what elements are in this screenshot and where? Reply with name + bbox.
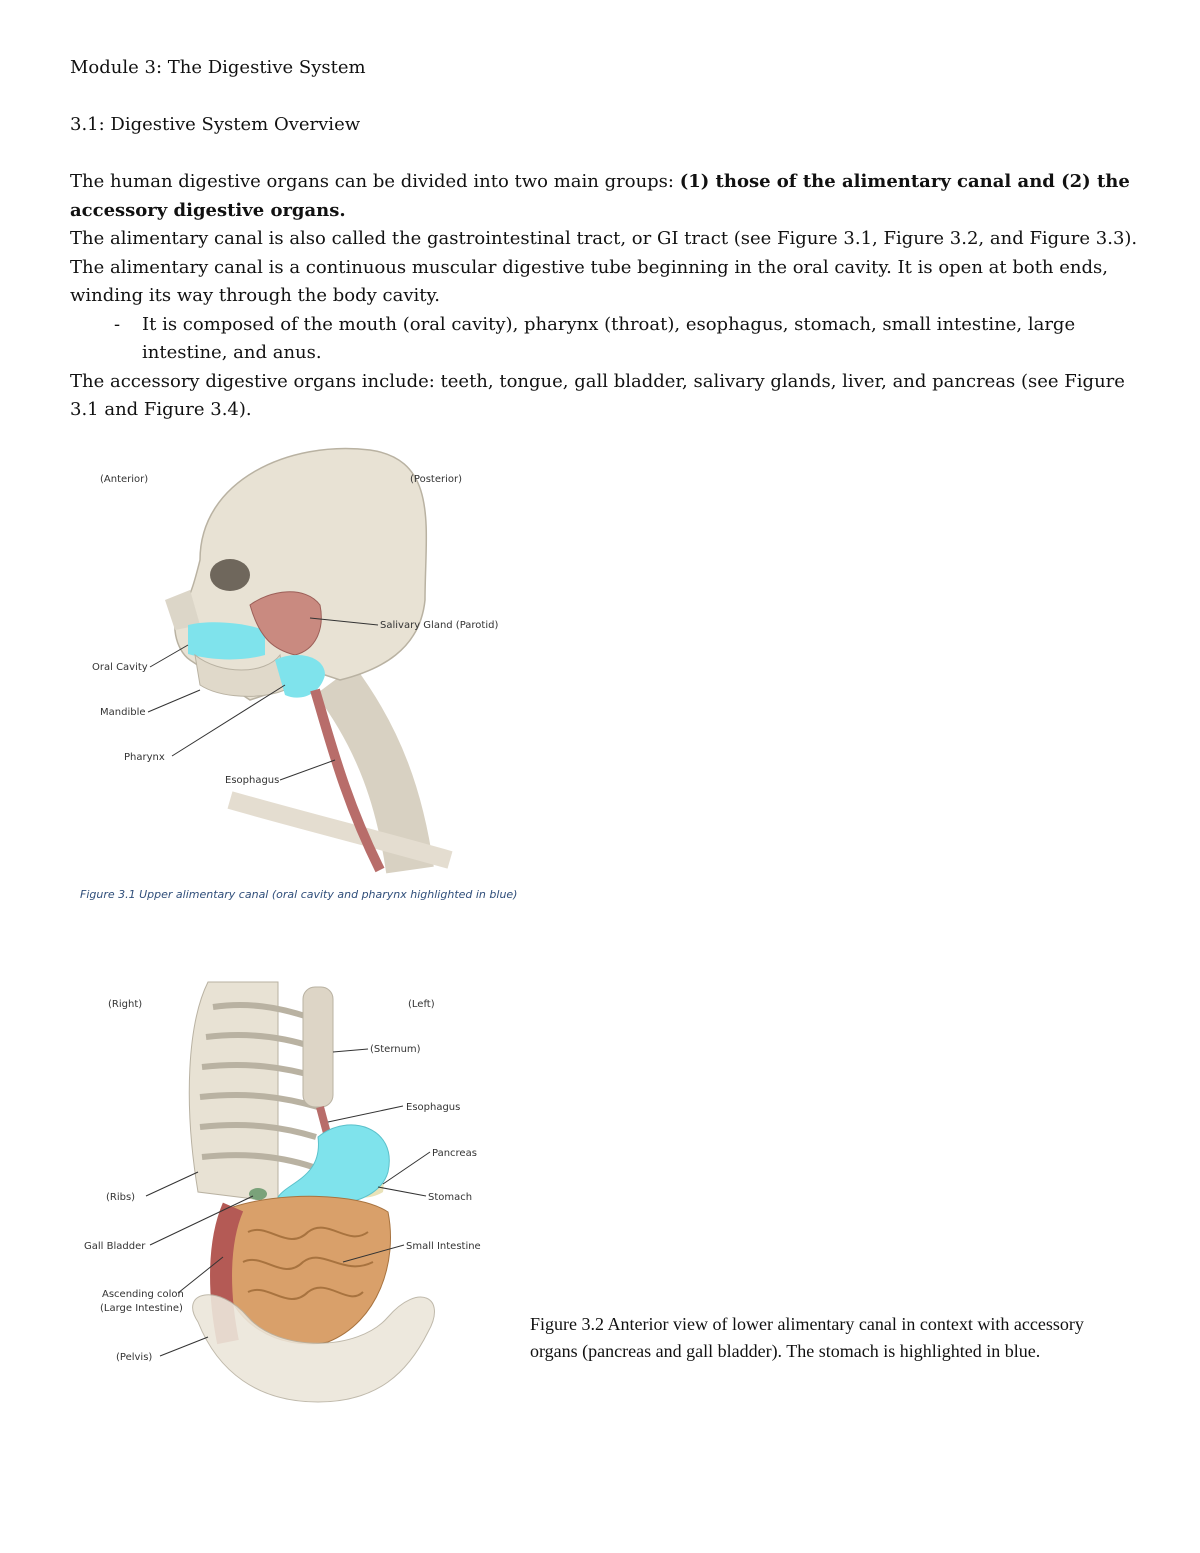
bullet-marker: -	[114, 313, 121, 335]
label-small-intestine: Small Intestine	[406, 1241, 481, 1252]
label-salivary: Salivary Gland (Parotid)	[380, 620, 498, 631]
bullet-item: -It is composed of the mouth (oral cavit…	[70, 311, 1140, 368]
paragraph-gi-tract: The alimentary canal is also called the …	[70, 228, 1138, 249]
leader-lines	[147, 617, 379, 781]
paragraph-groups: The human digestive organs can be divide…	[70, 168, 1140, 225]
eye-socket-shape	[210, 559, 250, 591]
salivary-gland-shape	[249, 591, 322, 656]
figure-3-2-caption: Figure 3.2 Anterior view of lower alimen…	[530, 1314, 1084, 1361]
leader-lines-2	[145, 1048, 431, 1357]
label-posterior: (Posterior)	[410, 474, 462, 485]
label-gall-bladder: Gall Bladder	[84, 1241, 146, 1252]
label-sternum: (Sternum)	[370, 1044, 421, 1055]
ribs-shape	[188, 981, 279, 1203]
label-right: (Right)	[108, 999, 142, 1010]
gall-bladder-shape	[249, 1188, 267, 1200]
label-pancreas: Pancreas	[432, 1148, 477, 1159]
figure-3-2-illustration: (Right) (Left) (Sternum) Esophagus Pancr…	[84, 981, 481, 1403]
paragraph-lead: The human digestive organs can be divide…	[70, 171, 680, 192]
section-title: 3.1: Digestive System Overview	[70, 114, 361, 135]
bullet-text: It is composed of the mouth (oral cavity…	[142, 313, 1076, 364]
intestine-loops	[242, 1226, 374, 1300]
paragraph-continuous-tube: The alimentary canal is a continuous mus…	[70, 256, 1108, 307]
body-text: The human digestive organs can be divide…	[70, 168, 1140, 425]
paragraph-accessory: The accessory digestive organs include: …	[70, 370, 1125, 421]
label-pharynx: Pharynx	[124, 752, 165, 763]
stomach-highlight	[277, 1124, 390, 1206]
esophagus-shape	[310, 688, 385, 873]
label-pelvis: (Pelvis)	[116, 1352, 152, 1363]
label-stomach: Stomach	[428, 1192, 472, 1203]
sternum-shape	[302, 986, 334, 1108]
label-large-intestine: (Large Intestine)	[100, 1303, 183, 1314]
pharynx-highlight	[275, 655, 325, 698]
label-ascending-colon: Ascending colon	[102, 1289, 184, 1300]
label-left: (Left)	[408, 999, 435, 1010]
figure-3-1: (Anterior) (Posterior) Salivary Gland (P…	[80, 440, 517, 910]
label-mandible: Mandible	[100, 707, 146, 718]
paragraph-bold: (1) those of the alimentary canal and (2…	[70, 171, 1130, 221]
pelvis-shape	[192, 1294, 435, 1403]
figure-3-1-illustration: (Anterior) (Posterior) Salivary Gland (P…	[92, 447, 498, 874]
clavicle-shape	[227, 791, 453, 869]
figure-3-1-caption: Figure 3.1 Upper alimentary canal (oral …	[80, 888, 518, 901]
label-anterior: (Anterior)	[100, 474, 148, 485]
oral-cavity-highlight	[188, 622, 265, 660]
label-ribs: (Ribs)	[106, 1192, 135, 1203]
module-title: Module 3: The Digestive System	[70, 57, 366, 78]
figure-3-2: (Right) (Left) (Sternum) Esophagus Pancr…	[78, 962, 508, 1407]
label-esophagus: Esophagus	[225, 775, 279, 786]
label-esophagus: Esophagus	[406, 1102, 460, 1113]
nasal-shape	[165, 590, 200, 630]
label-oral-cavity: Oral Cavity	[92, 662, 148, 673]
